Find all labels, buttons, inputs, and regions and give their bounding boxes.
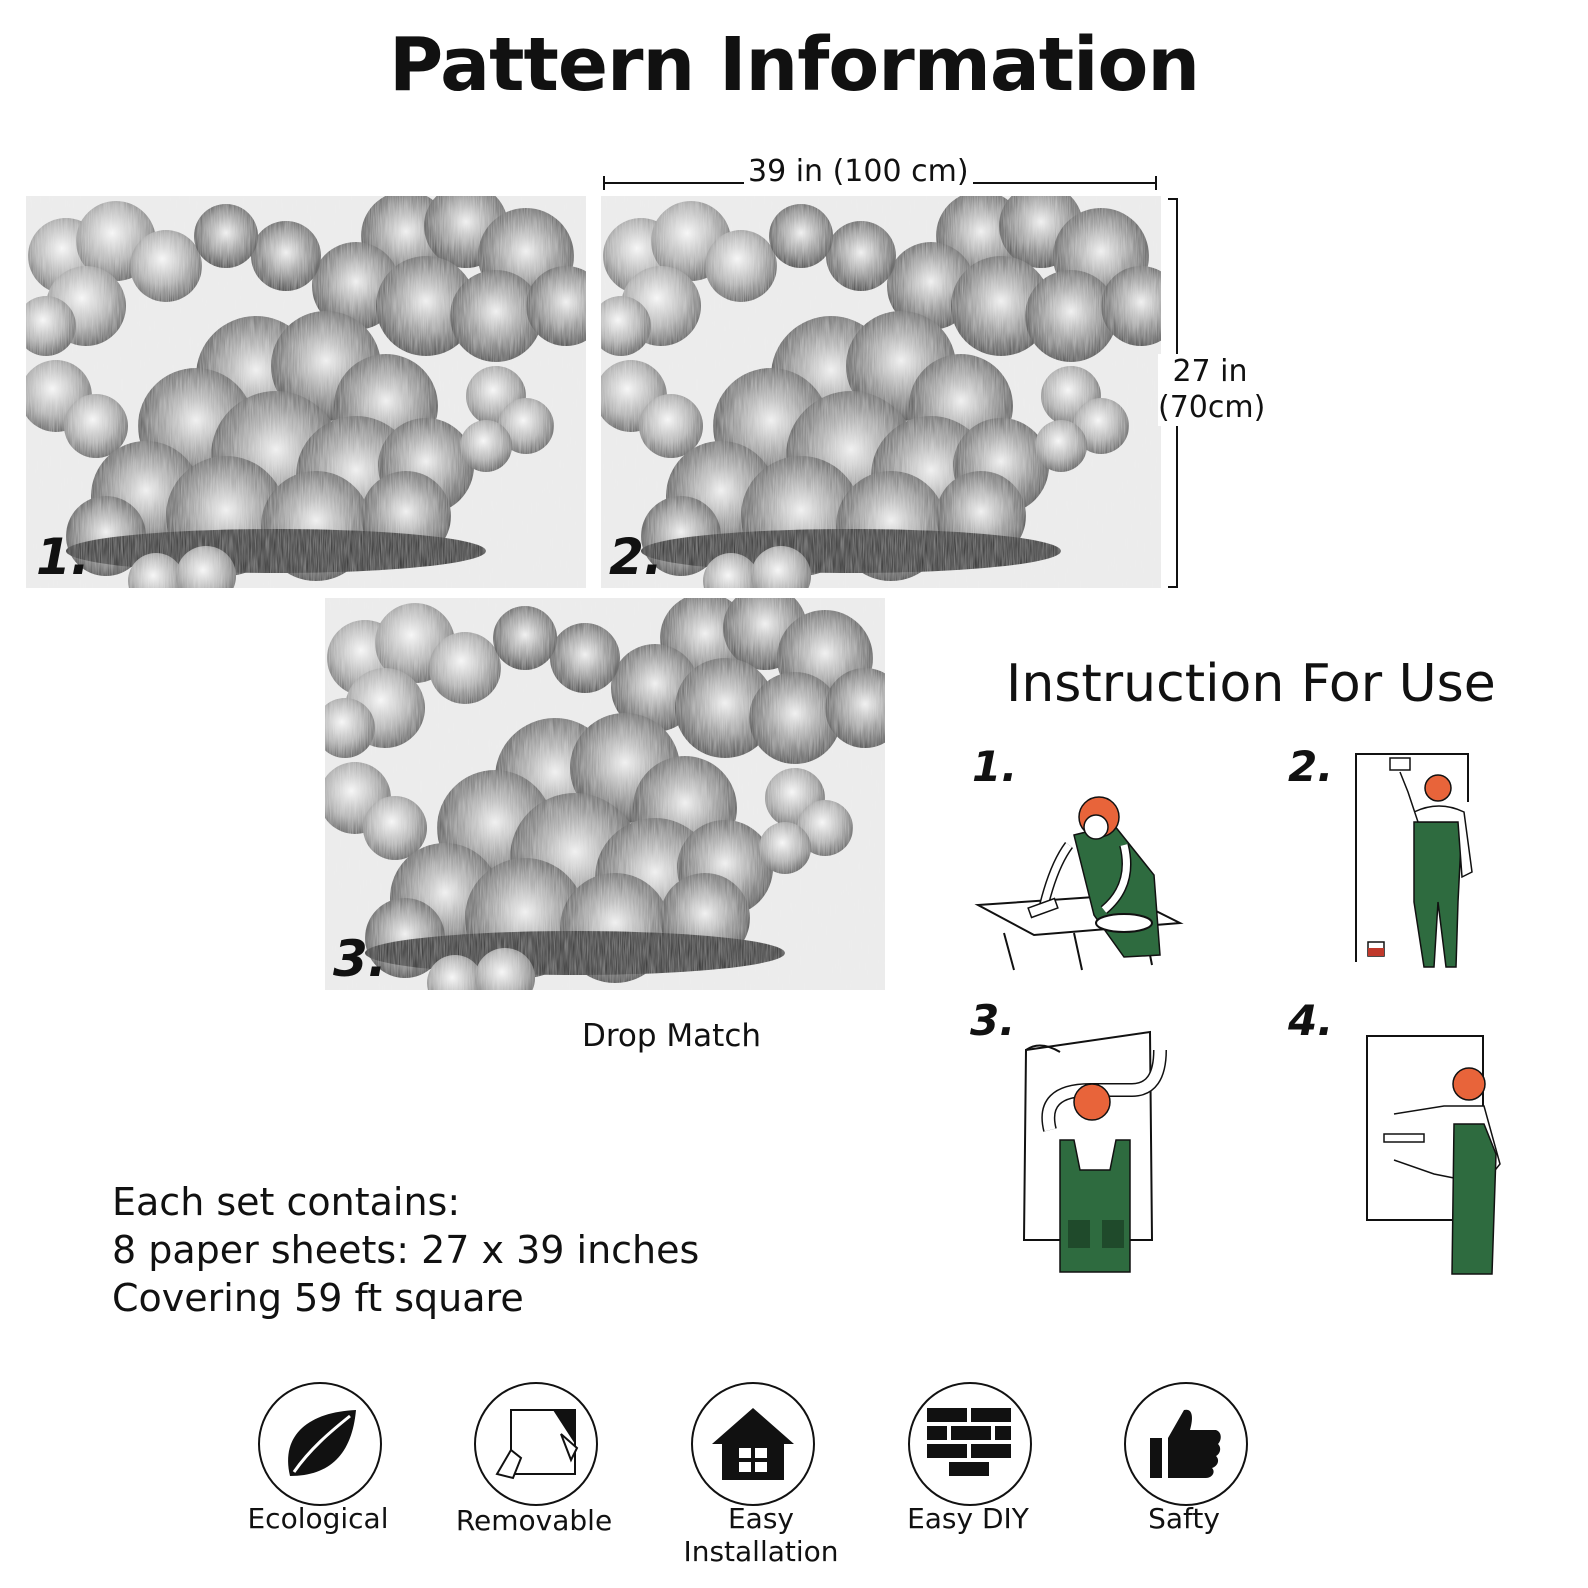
brick-wall-icon bbox=[927, 1408, 1011, 1476]
worker-hanging-sheet-icon bbox=[1022, 1030, 1167, 1273]
instructions-heading: Instruction For Use bbox=[1006, 654, 1496, 714]
leaf-icon bbox=[288, 1410, 356, 1476]
feature-label: Safty bbox=[1148, 1502, 1220, 1535]
panel-number: 3. bbox=[333, 930, 387, 988]
height-dimension-label: 27 in (70cm) bbox=[1158, 354, 1266, 426]
panel-number: 1. bbox=[36, 528, 90, 586]
pattern-panel-1: 1. bbox=[26, 196, 586, 588]
panel-number: 2. bbox=[609, 528, 663, 586]
height-dimension-tick bbox=[1168, 586, 1178, 588]
height-metric: (70cm) bbox=[1158, 390, 1266, 425]
step-number: 4. bbox=[1288, 996, 1334, 1045]
set-contents: Each set contains: 8 paper sheets: 27 x … bbox=[112, 1178, 699, 1322]
feature-label: Ecological bbox=[247, 1502, 389, 1535]
ecological-badge bbox=[258, 1382, 382, 1506]
cloud-pattern-image bbox=[601, 196, 1161, 588]
width-dimension-label: 39 in (100 cm) bbox=[744, 154, 973, 189]
cloud-pattern-image bbox=[26, 196, 586, 588]
thumbs-up-icon bbox=[1150, 1409, 1221, 1478]
set-contents-coverage: Covering 59 ft square bbox=[112, 1276, 524, 1320]
safety-badge bbox=[1124, 1382, 1248, 1506]
height-value: 27 in bbox=[1172, 354, 1248, 389]
page-title: Pattern Information bbox=[388, 22, 1200, 108]
step-number: 2. bbox=[1288, 742, 1334, 791]
worker-smoothing-sheet-icon bbox=[1366, 1035, 1501, 1275]
easy-diy-badge bbox=[908, 1382, 1032, 1506]
worker-brushing-wall-icon bbox=[1355, 753, 1473, 968]
width-dimension-tick bbox=[1155, 176, 1157, 190]
set-contents-heading: Each set contains: bbox=[112, 1180, 461, 1224]
width-dimension-tick bbox=[603, 176, 605, 190]
removable-badge bbox=[474, 1382, 598, 1506]
pattern-panel-3: 3. bbox=[325, 598, 885, 990]
set-contents-sheets: 8 paper sheets: 27 x 39 inches bbox=[112, 1228, 700, 1272]
feature-label: Easy DIY bbox=[907, 1502, 1029, 1535]
easy-installation-badge bbox=[691, 1382, 815, 1506]
feature-label: Removable bbox=[455, 1504, 613, 1537]
step-number: 3. bbox=[970, 996, 1016, 1045]
pattern-panel-2: 2. bbox=[601, 196, 1161, 588]
worker-pasting-table-icon bbox=[974, 796, 1184, 971]
peel-sheet-icon bbox=[495, 1409, 579, 1480]
house-icon bbox=[712, 1408, 794, 1480]
height-dimension-tick bbox=[1168, 198, 1178, 200]
feature-label: Easy Installation bbox=[683, 1502, 839, 1568]
match-type-label: Drop Match bbox=[582, 1018, 762, 1054]
cloud-pattern-image bbox=[325, 598, 885, 990]
step-number: 1. bbox=[972, 742, 1018, 791]
